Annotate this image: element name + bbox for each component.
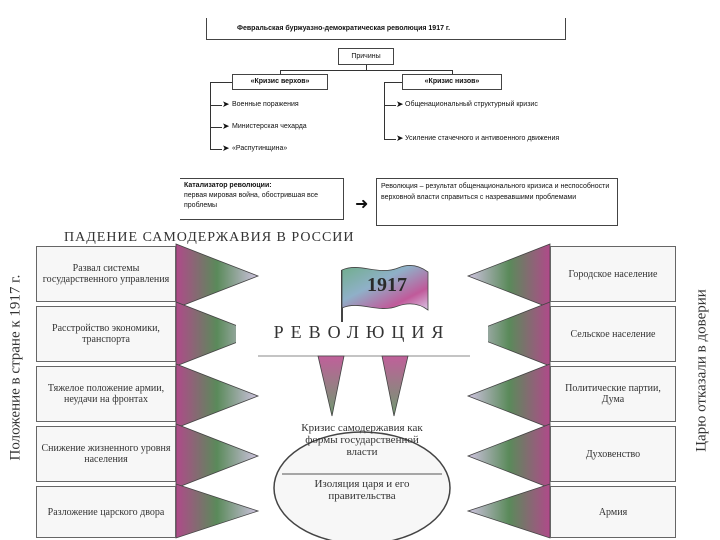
arrow-wedge — [175, 483, 260, 539]
cause-left-3: «Распутинщина» — [232, 145, 288, 152]
right-box-5: Армия — [550, 486, 676, 538]
bracket-line — [384, 82, 402, 83]
connector — [366, 65, 367, 70]
bracket-line — [210, 82, 232, 83]
connector — [280, 70, 452, 71]
arrow-wedge — [381, 355, 409, 417]
arrow-wedge — [317, 355, 345, 417]
left-vertical-title: Положение в стране к 1917 г. — [7, 274, 24, 461]
top-title: Февральская буржуазно-демократическая ре… — [237, 25, 451, 32]
oval-text-2: Изоляция царя и его правительства — [314, 478, 410, 502]
bracket-line — [384, 105, 396, 106]
cause-left-2: Министерская чехарда — [232, 123, 307, 130]
scheme-graphics — [175, 243, 551, 540]
catalyst-box: Катализатор революции: первая мировая во… — [180, 178, 344, 220]
causes-box: Причины — [338, 48, 394, 65]
arrow-icon: ➤ — [222, 144, 230, 154]
bracket-line — [210, 105, 222, 106]
left-box-1: Развал системы государственного управлен… — [36, 246, 176, 302]
revolution-title: РЕВОЛЮЦИЯ — [236, 322, 488, 343]
arrow-wedge — [466, 243, 551, 309]
crisis-bottom-box: «Кризис низов» — [402, 74, 502, 90]
left-box-3: Тяжелое положение армии, неудачи на фрон… — [36, 366, 176, 422]
crisis-oval — [273, 431, 451, 540]
bracket-line — [210, 149, 222, 150]
left-box-4: Снижение жизненного уровня населения — [36, 426, 176, 482]
arrow-icon: ➤ — [396, 134, 404, 144]
oval-text-1: Кризис самодержавия как формы государств… — [301, 422, 423, 458]
bracket-line — [384, 82, 385, 140]
arrow-icon: ➤ — [222, 100, 230, 110]
right-box-1: Городское население — [550, 246, 676, 302]
flag-year: 1917 — [367, 274, 407, 296]
arrow-wedge — [466, 483, 551, 539]
arrow-wedge — [175, 243, 260, 309]
catalyst-text: первая мировая война, обострившая все пр… — [184, 192, 319, 209]
arrow-wedge — [466, 363, 551, 429]
arrow-wedge — [175, 423, 260, 489]
bracket-line — [384, 139, 396, 140]
connector — [452, 70, 453, 74]
arrow-wedge — [466, 423, 551, 489]
crisis-top-box: «Кризис верхов» — [232, 74, 328, 90]
crisis-bottom-label: «Кризис низов» — [424, 78, 480, 85]
cause-right-2: Усиление стачечного и антивоенного движе… — [405, 135, 560, 142]
bracket-line — [210, 127, 222, 128]
scheme-header: ПАДЕНИЕ САМОДЕРЖАВИЯ В РОССИИ — [64, 230, 355, 245]
flag-icon — [341, 265, 429, 311]
left-box-2: Расстройство экономики, транспорта — [36, 306, 176, 362]
right-box-3: Политические партии, Дума — [550, 366, 676, 422]
cause-right-1: Общенациональный структурный кризис — [405, 101, 538, 108]
catalyst-title: Катализатор революции: — [184, 182, 272, 189]
right-vertical-title: Царю отказали в доверии — [693, 289, 710, 452]
connector — [280, 70, 281, 74]
cause-left-1: Военные поражения — [232, 101, 299, 108]
revolution-text-box: Революция – результат общенационального … — [376, 178, 618, 226]
left-box-5: Разложение царского двора — [36, 486, 176, 538]
bracket-line — [210, 82, 211, 150]
top-title-box: Февральская буржуазно-демократическая ре… — [206, 18, 566, 40]
right-box-4: Духовенство — [550, 426, 676, 482]
scheme-panel: ПАДЕНИЕ САМОДЕРЖАВИЯ В РОССИИ Положение … — [0, 226, 720, 540]
causes-label: Причины — [351, 53, 381, 60]
arrow-wedge — [175, 301, 260, 367]
arrow-wedge — [175, 363, 260, 429]
arrow-icon: ➤ — [396, 100, 404, 110]
arrow-icon: ➤ — [222, 122, 230, 132]
revolution-text: Революция – результат общенационального … — [381, 183, 610, 201]
right-box-2: Сельское население — [550, 306, 676, 362]
crisis-top-label: «Кризис верхов» — [250, 78, 310, 85]
arrow-icon: ➜ — [355, 194, 369, 213]
